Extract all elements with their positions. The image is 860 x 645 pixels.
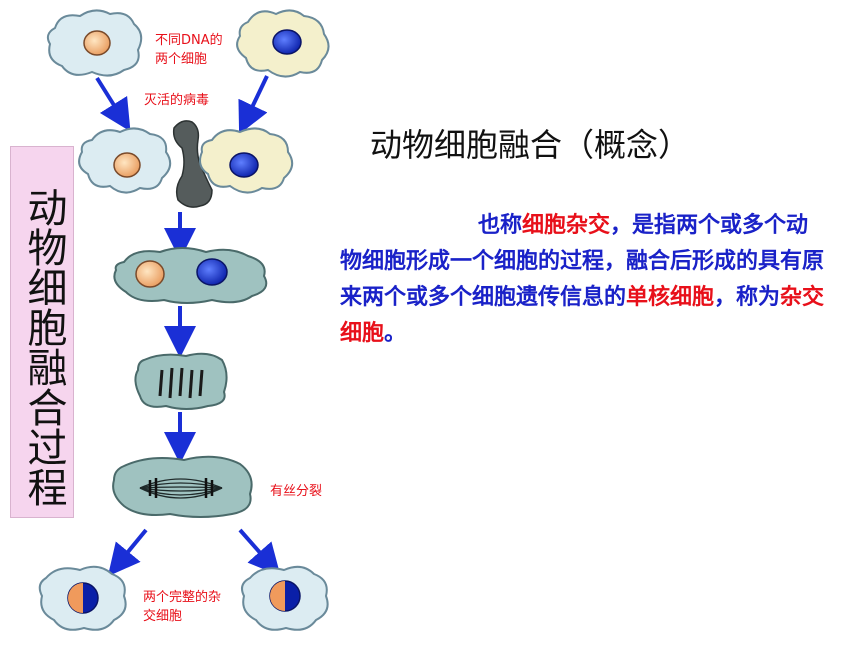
label-mitosis: 有丝分裂 — [270, 484, 322, 499]
cell-orange-nucleus-top — [46, 9, 143, 77]
hybrid-cell-left — [38, 565, 127, 631]
label-hybrid-cells: 交细胞 — [143, 608, 182, 624]
desc-term-cell-hybridization: 细胞杂交 — [522, 213, 611, 238]
desc-part-7: 。 — [384, 321, 407, 346]
page-title: 动物细胞融合（概念） — [370, 126, 691, 164]
label-inactivated-virus: 灭活的病毒 — [144, 92, 209, 108]
desc-part-1: 也称 — [478, 213, 523, 238]
cell-chromosomes — [134, 352, 228, 410]
arrow-top-left — [95, 76, 131, 132]
side-title-box: 动物细胞融合过程 — [10, 146, 74, 518]
arrow-bottom-right — [238, 528, 281, 576]
cell-orange-nucleus-middle — [78, 127, 172, 194]
desc-part-5: ，称为 — [714, 285, 781, 310]
cell-mitosis-spindle — [112, 455, 253, 518]
cell-blue-nucleus-middle — [199, 127, 294, 194]
arrow-bottom-left — [107, 528, 148, 577]
desc-term-hybrid-cell: 杂交细胞 — [340, 285, 825, 346]
desc-term-mononuclear-cell: 单核细胞 — [626, 285, 715, 310]
label-different-dna: 不同DNA的 — [155, 32, 223, 48]
side-title: 动物细胞融合过程 — [20, 187, 67, 507]
inactivated-virus-shape — [172, 120, 213, 208]
cell-blue-nucleus-top — [236, 9, 330, 78]
label-two-complete: 两个完整的杂 — [143, 589, 221, 605]
label-two-cells: 两个细胞 — [155, 52, 207, 67]
fused-cell-two-nuclei — [113, 247, 268, 304]
desc-part-3: ，是指两个或多个动物细胞形成一个细胞的过程，融合后形成的具有原来两个或多个细胞遗… — [340, 213, 825, 310]
concept-description: 也称细胞杂交，是指两个或多个动物细胞形成一个细胞的过程，融合后形成的具有原来两个… — [340, 208, 830, 352]
hybrid-cell-right — [241, 565, 329, 631]
arrow-top-right — [238, 75, 269, 135]
